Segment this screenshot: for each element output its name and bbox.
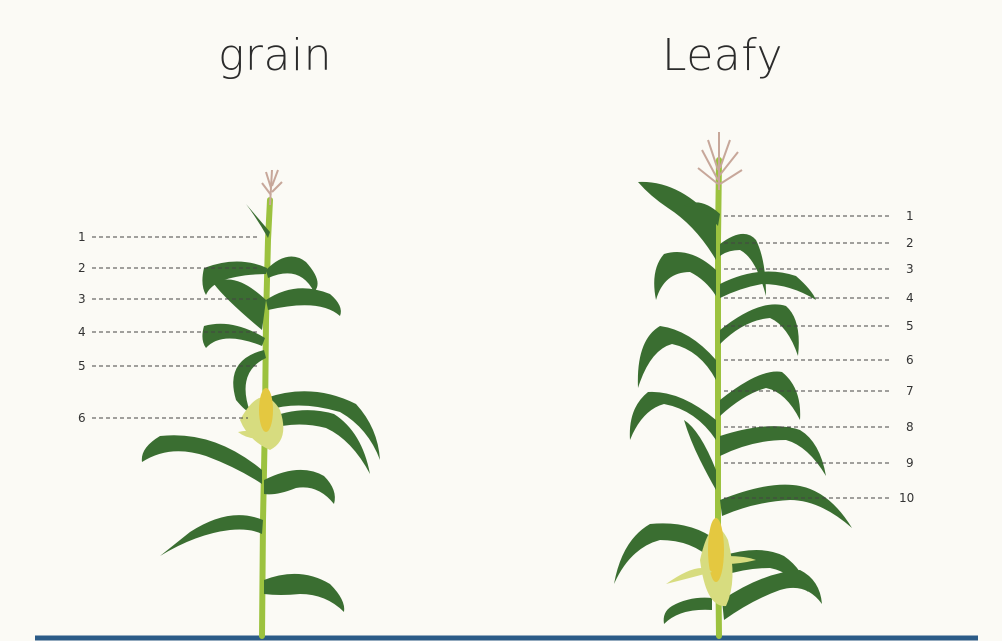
leafy-leaf-number: 7 bbox=[906, 384, 914, 398]
leafy-leaf-number: 1 bbox=[906, 209, 914, 223]
grain-plant: 1 2 3 4 5 6 bbox=[78, 170, 380, 636]
leafy-leaf-numbers: 1 2 3 4 5 6 7 8 9 10 bbox=[899, 209, 914, 505]
leafy-leaf-number: 10 bbox=[899, 491, 914, 505]
leafy-leaf-number: 8 bbox=[906, 420, 914, 434]
leaf bbox=[722, 570, 822, 620]
grain-leaf-number: 2 bbox=[78, 261, 86, 275]
leaf bbox=[630, 392, 716, 440]
leafy-leaf-number: 4 bbox=[906, 291, 914, 305]
leaf bbox=[720, 485, 852, 528]
leaf bbox=[654, 252, 716, 300]
leaf bbox=[720, 272, 816, 301]
leaf bbox=[202, 324, 265, 348]
leaf bbox=[664, 598, 712, 624]
leaf bbox=[264, 574, 344, 612]
leafy-leaf-number: 3 bbox=[906, 262, 914, 276]
leaf bbox=[720, 426, 826, 476]
leaf bbox=[214, 280, 266, 330]
leafy-leaf-number: 6 bbox=[906, 353, 914, 367]
leaf bbox=[160, 515, 263, 556]
grain-leaf-number: 3 bbox=[78, 292, 86, 306]
grain-leaf-number: 6 bbox=[78, 411, 86, 425]
leaf bbox=[638, 326, 716, 388]
leaf bbox=[264, 470, 335, 504]
grain-leaf-number: 5 bbox=[78, 359, 86, 373]
leafy-label-lines bbox=[724, 216, 892, 498]
grain-leaf-numbers: 1 2 3 4 5 6 bbox=[78, 230, 86, 425]
leafy-plant: 1 2 3 4 5 6 7 8 9 10 bbox=[614, 132, 914, 636]
leaf bbox=[266, 288, 341, 316]
leaf bbox=[266, 257, 318, 292]
leafy-leaf-number: 9 bbox=[906, 456, 914, 470]
leafy-leaf-number: 2 bbox=[906, 236, 914, 250]
tassel bbox=[698, 132, 742, 190]
leafy-leaf-number: 5 bbox=[906, 319, 914, 333]
leaf bbox=[638, 182, 716, 260]
leaf bbox=[142, 435, 262, 484]
grain-leaf-number: 1 bbox=[78, 230, 86, 244]
leaf bbox=[720, 372, 800, 420]
grain-leaf-number: 4 bbox=[78, 325, 86, 339]
leaf bbox=[720, 304, 799, 356]
